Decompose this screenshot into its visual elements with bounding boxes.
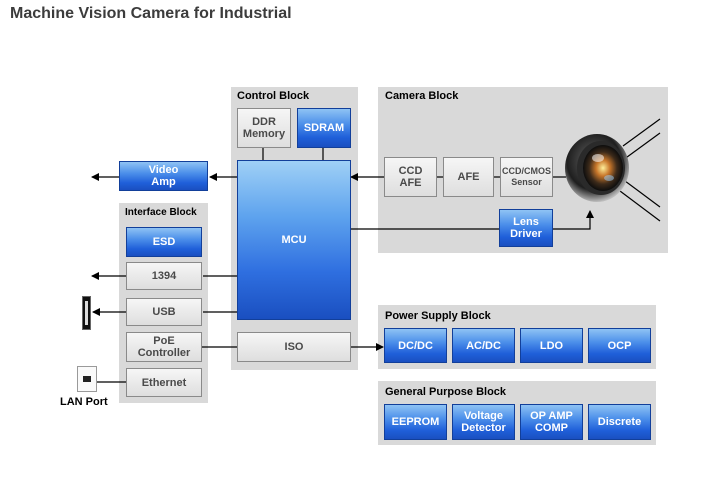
power-supply-block-label: Power Supply Block	[385, 310, 491, 322]
usb-connector-icon	[82, 296, 91, 330]
poe-controller-block: PoE Controller	[126, 332, 202, 362]
afe-block: AFE	[443, 157, 494, 197]
ethernet-block: Ethernet	[126, 368, 202, 397]
ccd-afe-block: CCD AFE	[384, 157, 437, 197]
ddr-memory-block: DDR Memory	[237, 108, 291, 148]
ccd-cmos-sensor-block: CCD/CMOS Sensor	[500, 157, 553, 197]
lan-port-label: LAN Port	[60, 396, 108, 408]
usb-block: USB	[126, 298, 202, 326]
control-block-label: Control Block	[237, 90, 310, 102]
lan-port-icon	[77, 366, 97, 392]
eeprom-block: EEPROM	[384, 404, 447, 440]
ocp-block: OCP	[588, 328, 651, 363]
op-amp-comp-block: OP AMP COMP	[520, 404, 583, 440]
ldo-block: LDO	[520, 328, 583, 363]
sdram-block: SDRAM	[297, 108, 351, 148]
ieee1394-block: 1394	[126, 262, 202, 290]
discrete-block: Discrete	[588, 404, 651, 440]
acdc-block: AC/DC	[452, 328, 515, 363]
dcdc-block: DC/DC	[384, 328, 447, 363]
general-purpose-block-label: General Purpose Block	[385, 386, 507, 398]
diagram-title: Machine Vision Camera for Industrial	[10, 5, 292, 22]
camera-block-label: Camera Block	[385, 90, 459, 102]
video-amp-block: Video Amp	[119, 161, 208, 191]
lens-driver-block: Lens Driver	[499, 209, 553, 247]
mcu-block: MCU	[237, 160, 351, 320]
camera-lens-icon	[565, 134, 629, 202]
iso-block: ISO	[237, 332, 351, 362]
voltage-detector-block: Voltage Detector	[452, 404, 515, 440]
esd-block: ESD	[126, 227, 202, 257]
interface-block-label: Interface Block	[125, 207, 197, 218]
